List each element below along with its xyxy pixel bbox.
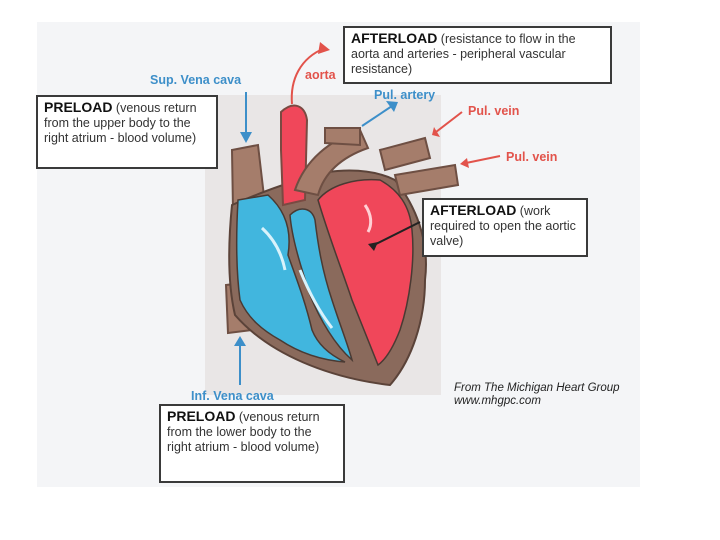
preload-description: (venous return from the upper body to th… [44, 101, 197, 145]
afterload-arrow [368, 221, 421, 251]
left-atrium-ventricle [317, 178, 414, 367]
preload-title: PRELOAD [44, 99, 113, 115]
afterload-title: AFTERLOAD [351, 30, 438, 46]
pulmonary-vein-lower [393, 163, 460, 197]
afterload-valve-callout: AFTERLOAD (work required to open the aor… [422, 198, 588, 257]
pul-vein-label-1: Pul. vein [468, 104, 520, 118]
preload-lower-callout: PRELOAD (venous return from the lower bo… [159, 404, 345, 483]
arrows [234, 92, 398, 385]
sup-vena-cava-label: Sup. Vena cava [150, 73, 242, 87]
pul-vein-label-2: Pul. vein [506, 150, 558, 164]
pulmonary-artery [293, 128, 370, 197]
afterload-title: AFTERLOAD [430, 202, 517, 218]
source-credit: From The Michigan Heart Group www.mhgpc.… [454, 382, 620, 408]
credit-line-1: From The Michigan Heart Group [454, 382, 620, 394]
pulmonary-vein-upper [378, 136, 432, 172]
pulmonary-artery-branch [324, 127, 361, 147]
preload-upper-callout: PRELOAD (venous return from the upper bo… [36, 95, 218, 169]
pul-artery-arrow [361, 105, 393, 127]
red-arrows [290, 42, 501, 168]
pul-artery-label: Pul. artery [374, 88, 436, 102]
afterload-description: (resistance to flow in the aorta and art… [351, 32, 576, 76]
afterload-description: (work required to open the aortic valve) [430, 204, 576, 248]
preload-description: (venous return from the lower body to th… [167, 410, 320, 454]
aorta-label: aorta [305, 68, 336, 82]
inf-vena-cava-label: Inf. Vena cava [191, 389, 274, 403]
pul-vein-arrow-1 [435, 111, 463, 133]
afterload-aorta-callout: AFTERLOAD (resistance to flow in the aor… [343, 26, 612, 84]
preload-title: PRELOAD [167, 408, 236, 424]
credit-line-2: www.mhgpc.com [454, 395, 541, 407]
right-atrium-ventricle [235, 194, 346, 363]
pul-vein-arrow-2 [465, 155, 501, 164]
